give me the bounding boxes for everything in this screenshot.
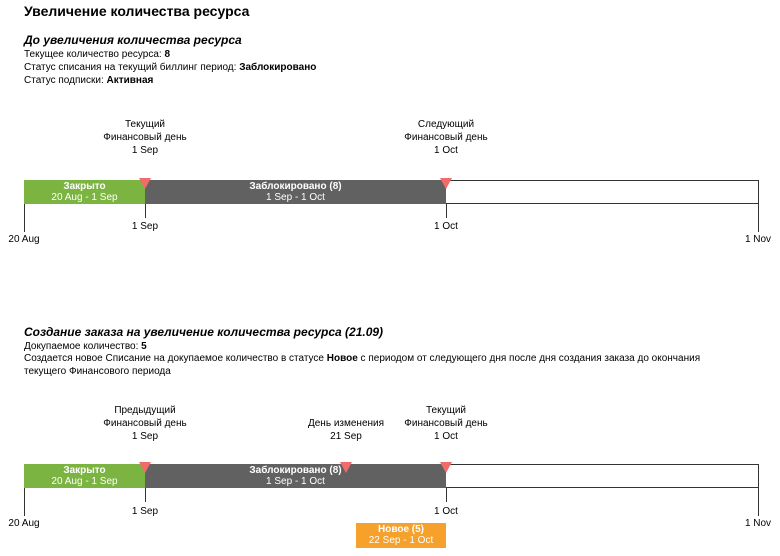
axis-label: 1 Sep [131, 221, 159, 232]
section1-heading: До увеличения количества ресурса [24, 33, 242, 47]
section1-line-charge-status: Статус списания на текущий биллинг перио… [24, 62, 317, 73]
axis-tick [758, 204, 759, 232]
marker-arrow-icon [139, 178, 151, 189]
marker-arrow-icon [440, 178, 452, 189]
axis-tick [145, 204, 146, 218]
segment-blocked: Заблокировано (8) 1 Sep - 1 Oct [145, 464, 446, 488]
segment-new: Новое (5) 22 Sep - 1 Oct [356, 523, 446, 548]
axis-label: 1 Nov [744, 518, 772, 529]
marker-arrow-icon [340, 462, 352, 473]
segment-closed: Закрыто 20 Aug - 1 Sep [24, 464, 145, 488]
axis-label: 1 Nov [744, 234, 772, 245]
axis-label: 1 Oct [434, 221, 458, 232]
axis-label: 20 Aug [8, 234, 40, 245]
section2-heading: Создание заказа на увеличение количества… [24, 325, 384, 339]
axis-tick [758, 488, 759, 516]
section2-line-additional-quantity: Докупаемое количество: 5 [24, 341, 147, 352]
marker-arrow-icon [440, 462, 452, 473]
marker-label-prev-fin-day: Предыдущий Финансовый день 1 Sep [103, 405, 187, 442]
marker-label-current-fin-day: Текущий Финансовый день 1 Oct [404, 405, 488, 442]
axis-label: 1 Sep [131, 506, 159, 517]
marker-arrow-icon [139, 462, 151, 473]
marker-label-next-fin-day: Следующий Финансовый день 1 Oct [404, 119, 488, 156]
axis-tick [24, 204, 25, 232]
marker-label-change-day: День изменения 21 Sep [307, 418, 385, 442]
page-title: Увеличение количества ресурса [24, 3, 250, 19]
axis-tick [24, 488, 25, 516]
axis-label: 20 Aug [8, 518, 40, 529]
axis-tick [446, 204, 447, 218]
section1-line-subscription-status: Статус подписки: Активная [24, 75, 154, 86]
axis-label: 1 Oct [434, 506, 458, 517]
axis-tick [446, 488, 447, 502]
section2-line-description-cont: текущего Финансового периода [24, 366, 171, 377]
section1-line-quantity: Текущее количество ресурса: 8 [24, 49, 171, 60]
segment-blocked: Заблокировано (8) 1 Sep - 1 Oct [145, 180, 446, 204]
marker-label-current-fin-day: Текущий Финансовый день 1 Sep [103, 119, 187, 156]
axis-tick [145, 488, 146, 502]
segment-closed: Закрыто 20 Aug - 1 Sep [24, 180, 145, 204]
section2-line-description: Создается новое Списание на докупаемое к… [24, 353, 701, 364]
